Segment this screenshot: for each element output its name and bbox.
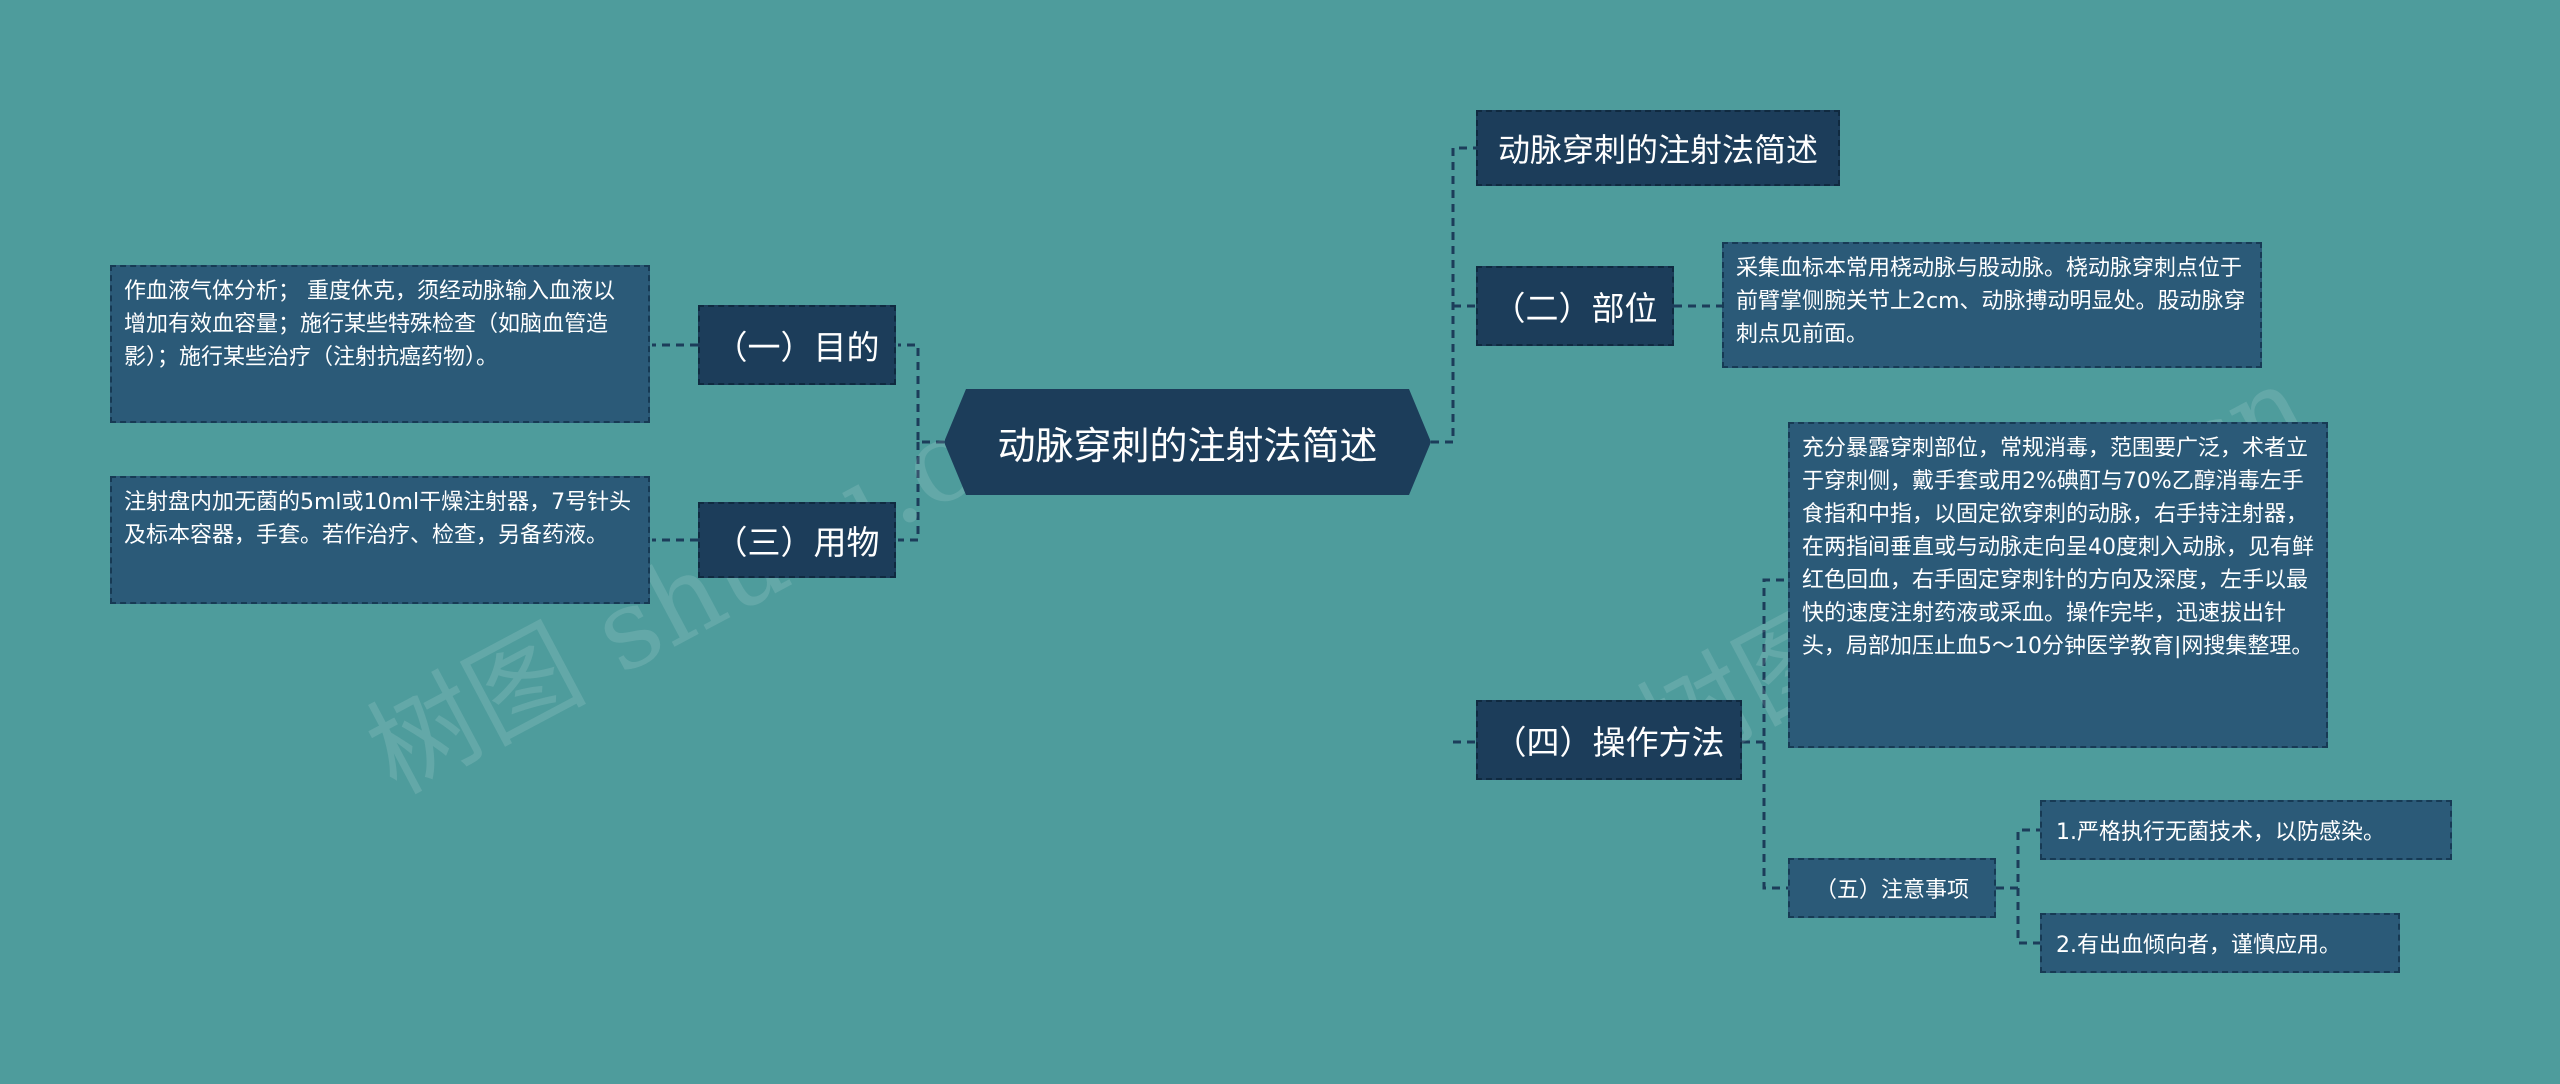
leaf-operation-text: 充分暴露穿刺部位，常规消毒，范围要广泛，术者立于穿刺侧，戴手套或用2%碘酊与70… — [1788, 422, 2328, 748]
branch-operation[interactable]: （四）操作方法 — [1476, 700, 1742, 780]
note-item-1: 1.严格执行无菌技术，以防感染。 — [2040, 800, 2452, 860]
connector-notes-items — [1996, 828, 2040, 945]
branch-goal[interactable]: （一）目的 — [698, 305, 896, 385]
branch-notes[interactable]: （五）注意事项 — [1788, 858, 1996, 918]
branch-title[interactable]: 动脉穿刺的注射法简述 — [1476, 110, 1840, 186]
connector-root-left — [898, 343, 944, 542]
leaf-site-text: 采集血标本常用桡动脉与股动脉。桡动脉穿刺点位于前臂掌侧腕关节上2cm、动脉搏动明… — [1722, 242, 2262, 368]
branch-items[interactable]: （三）用物 — [698, 502, 896, 578]
connector-root-right — [1431, 146, 1476, 744]
connector-operation-children — [1742, 578, 1788, 890]
leaf-items-text: 注射盘内加无菌的5ml或10ml干燥注射器，7号针头及标本容器，手套。若作治疗、… — [110, 476, 650, 604]
root-node[interactable]: 动脉穿刺的注射法简述 — [944, 389, 1431, 495]
note-item-2: 2.有出血倾向者，谨慎应用。 — [2040, 913, 2400, 973]
branch-site[interactable]: （二）部位 — [1476, 266, 1674, 346]
leaf-goal-text: 作血液气体分析； 重度休克，须经动脉输入血液以增加有效血容量；施行某些特殊检查（… — [110, 265, 650, 423]
